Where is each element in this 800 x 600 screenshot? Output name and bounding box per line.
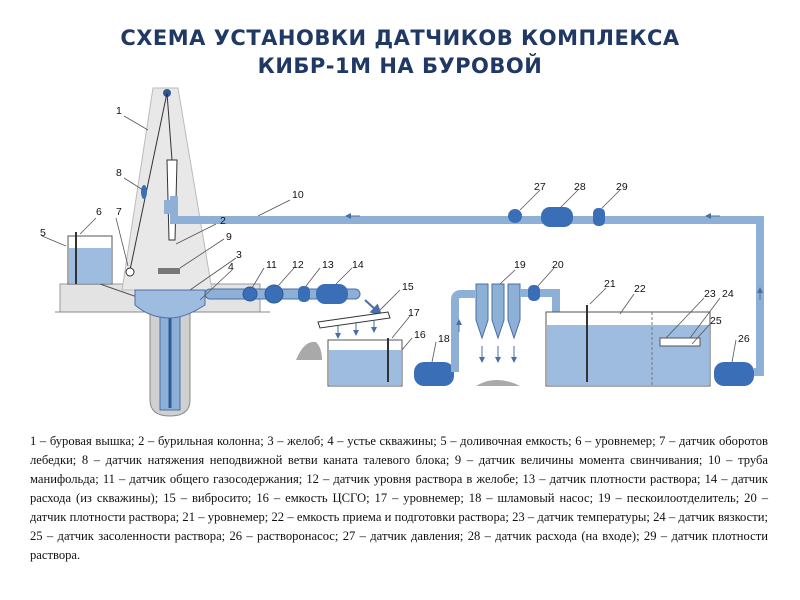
vibrating-screen [296, 299, 391, 360]
torque-sensor-icon [158, 268, 180, 274]
label-22: 22 [634, 283, 646, 295]
label-9: 9 [226, 231, 232, 243]
label-16: 16 [414, 329, 426, 341]
label-4: 4 [228, 261, 234, 273]
label-1: 1 [116, 105, 122, 117]
outlet-sensors [242, 284, 348, 304]
manifold-pipe [164, 196, 764, 376]
csgo-tank [327, 338, 454, 387]
label-11: 11 [266, 259, 277, 271]
mud-pump-icon [714, 362, 754, 386]
number-labels: 1 2 3 4 5 6 7 8 9 10 11 12 13 14 15 16 1… [40, 105, 750, 345]
flow-arrows [345, 213, 763, 332]
label-2: 2 [220, 215, 226, 227]
label-25: 25 [710, 315, 722, 327]
label-7: 7 [116, 206, 122, 218]
desilter [451, 283, 560, 386]
label-28: 28 [574, 181, 586, 193]
receiving-tank [545, 305, 754, 387]
slurry-pump-icon [414, 362, 454, 386]
drilling-rig-sensor-diagram: 1 2 3 4 5 6 7 8 9 10 11 12 13 14 15 16 1… [40, 87, 764, 417]
label-26: 26 [738, 333, 750, 345]
label-15: 15 [402, 281, 414, 293]
label-12: 12 [292, 259, 304, 271]
label-21: 21 [604, 278, 616, 290]
label-14: 14 [352, 259, 364, 271]
label-3: 3 [236, 249, 242, 261]
title-line-1: СХЕМА УСТАНОВКИ ДАТЧИКОВ КОМПЛЕКСА [120, 26, 680, 50]
label-23: 23 [704, 288, 716, 300]
label-13: 13 [322, 259, 334, 271]
label-8: 8 [116, 167, 122, 179]
label-17: 17 [408, 307, 420, 319]
tension-sensor-icon [141, 185, 147, 199]
label-6: 6 [96, 206, 102, 218]
diagram-title: СХЕМА УСТАНОВКИ ДАТЧИКОВ КОМПЛЕКСА КИБР-… [0, 24, 800, 80]
label-18: 18 [438, 333, 450, 345]
label-29: 29 [616, 181, 628, 193]
label-10: 10 [292, 189, 304, 201]
title-line-2: КИБР-1М НА БУРОВОЙ [257, 54, 543, 78]
label-24: 24 [722, 288, 734, 300]
label-27: 27 [534, 181, 546, 193]
legend-text: 1 – буровая вышка; 2 – бурильная колонна… [30, 434, 768, 562]
derrick [121, 87, 213, 291]
topup-tank [67, 232, 141, 299]
label-19: 19 [514, 259, 526, 271]
label-20: 20 [552, 259, 564, 271]
label-5: 5 [40, 227, 46, 239]
leader-lines [41, 115, 737, 363]
